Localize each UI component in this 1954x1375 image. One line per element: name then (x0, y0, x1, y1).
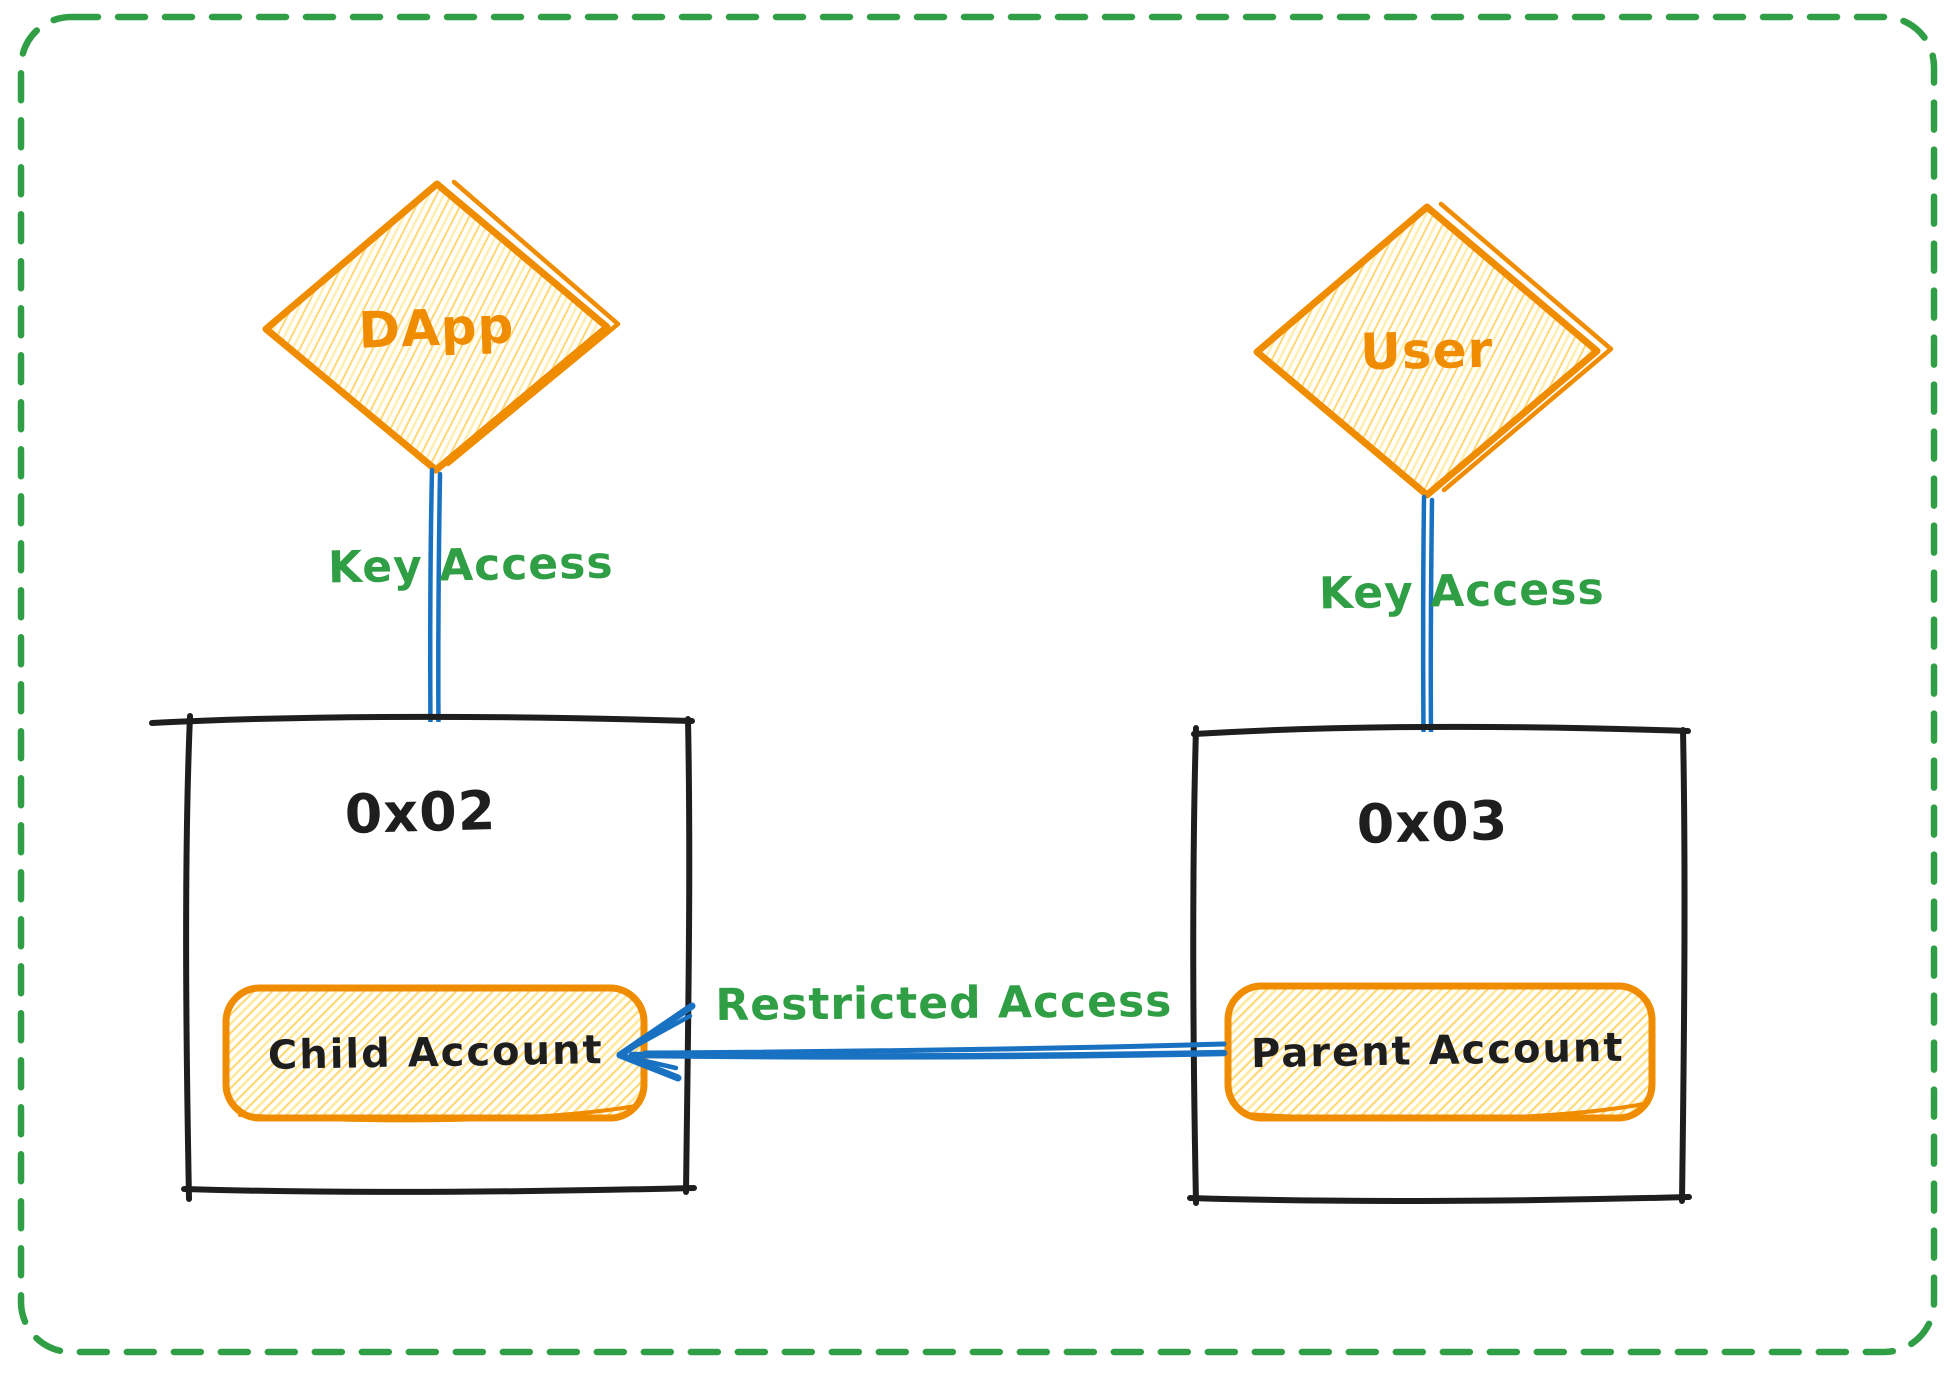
child-account-sketch-double-line (238, 1104, 638, 1123)
user-diamond-node: User (1253, 201, 1614, 499)
child-account-fill (226, 988, 644, 1118)
connector-line (427, 467, 435, 734)
parent-wallet-id: 0x03 (1356, 789, 1509, 856)
parent-wallet-box-right-edge (1679, 727, 1688, 1204)
user-diamond-sketch-double-line (1438, 201, 1614, 493)
child-account-pill: Child Account (222, 984, 648, 1123)
parent-wallet-box-top-edge (1191, 723, 1691, 737)
child-wallet-id: 0x02 (344, 779, 497, 846)
child-wallet-box-left-edge (183, 713, 193, 1202)
arrow-shaft-upper (642, 1041, 1227, 1056)
parent-account-sketch-double-line (1242, 1102, 1646, 1122)
arrowhead-upper-barb-double (625, 1013, 693, 1053)
child-wallet-box: 0x02 Child Account (149, 713, 697, 1202)
dapp-diamond-outline (262, 180, 611, 474)
child-wallet-box-bottom-edge (181, 1185, 697, 1195)
connector-line (1420, 494, 1427, 734)
restricted-access-label: Restricted Access (715, 976, 1172, 1031)
child-wallet-box-top-edge (149, 713, 695, 726)
arrowhead-lower-barb (616, 1051, 682, 1082)
parent-account-fill (1228, 986, 1652, 1118)
parent-account-label: Parent Account (1251, 1025, 1625, 1078)
dapp-diamond-node: DApp (262, 179, 621, 474)
connector-line-double (436, 471, 443, 737)
parent-account-pill: Parent Account (1224, 982, 1656, 1122)
arrow-shaft-lower (628, 1049, 1228, 1060)
key-access-label-left: Key Access (328, 538, 614, 594)
parent-wallet-box: 0x03 Parent Account (1187, 723, 1692, 1206)
dapp-key-access-connector: Key Access (328, 467, 614, 737)
user-label: User (1360, 321, 1494, 381)
arrowhead-lower-barb-double (629, 1055, 679, 1071)
connector-line-double (1428, 497, 1435, 737)
parent-wallet-box-bottom-edge (1187, 1194, 1692, 1204)
dashed-frame-border (17, 13, 1938, 1356)
dapp-label: DApp (358, 296, 516, 359)
child-wallet-box-right-edge (683, 716, 693, 1195)
dapp-diamond-sketch-double-line (445, 179, 621, 467)
key-access-label-right: Key Access (1319, 564, 1605, 620)
child-account-label: Child Account (268, 1027, 605, 1079)
user-key-access-connector: Key Access (1319, 494, 1605, 737)
restricted-access-arrow: Restricted Access (616, 976, 1228, 1082)
parent-wallet-box-left-edge (1190, 725, 1199, 1206)
user-diamond-outline (1253, 203, 1601, 499)
